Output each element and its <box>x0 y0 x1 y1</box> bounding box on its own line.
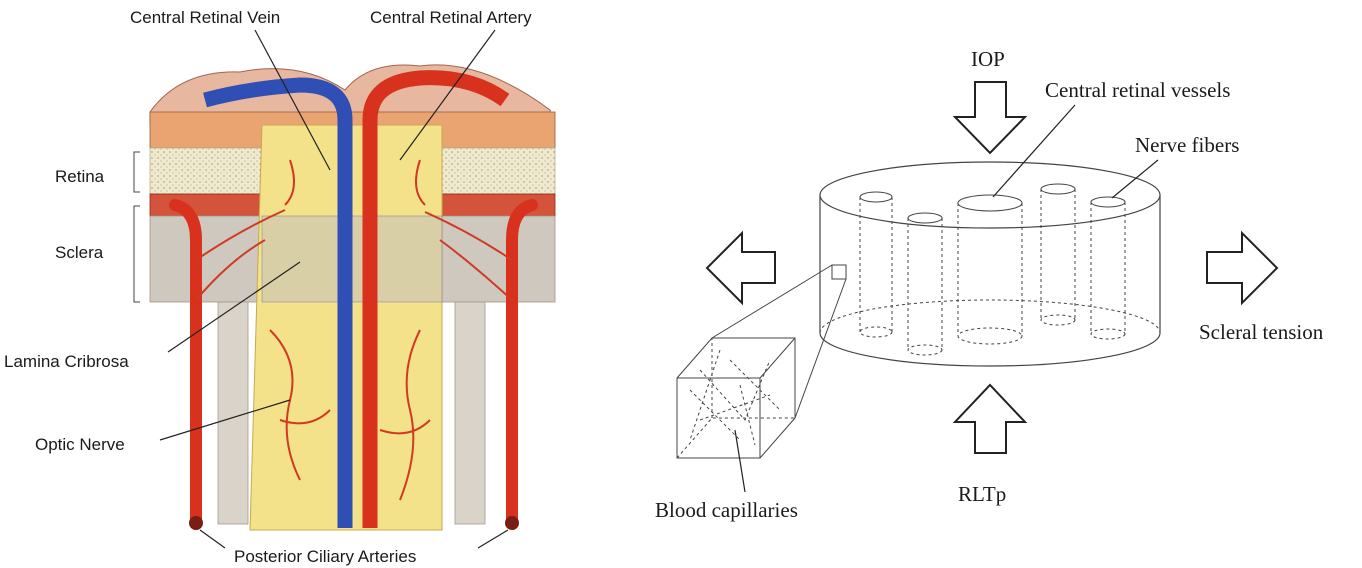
sclera-bracket <box>134 206 140 302</box>
label-central-retinal-vein: Central Retinal Vein <box>130 8 280 27</box>
optic-nerve-illustration <box>134 30 555 548</box>
rltp-arrow <box>955 385 1025 453</box>
leader-pca-right <box>478 530 508 548</box>
leader-pca-left <box>200 530 225 548</box>
label-central-retinal-vessels: Central retinal vessels <box>1045 78 1230 102</box>
dural-sheath-left <box>218 302 248 524</box>
label-nerve-fibers: Nerve fibers <box>1135 133 1239 157</box>
label-central-retinal-artery: Central Retinal Artery <box>370 8 532 27</box>
leader-blood-capillaries <box>735 430 745 492</box>
scleral-tension-arrow <box>1207 233 1277 303</box>
left-tension-arrow <box>707 233 775 303</box>
label-sclera: Sclera <box>55 243 104 262</box>
iop-arrow <box>955 82 1025 153</box>
label-optic-nerve: Optic Nerve <box>35 435 125 454</box>
retina-bracket <box>134 152 140 192</box>
pca-right-end <box>505 516 519 530</box>
label-scleral-tension: Scleral tension <box>1199 320 1324 344</box>
sample-cube <box>832 265 846 279</box>
label-retina: Retina <box>55 167 105 186</box>
label-blood-capillaries: Blood capillaries <box>655 498 798 522</box>
magnified-cube <box>677 338 795 458</box>
label-lamina-cribrosa: Lamina Cribrosa <box>4 352 129 371</box>
label-posterior-ciliary-arteries: Posterior Ciliary Arteries <box>234 547 416 566</box>
label-iop: IOP <box>971 47 1005 71</box>
sclera-right <box>425 216 555 302</box>
pca-left-end <box>189 516 203 530</box>
dural-sheath-right <box>455 302 485 524</box>
label-rltp: RLTp <box>958 482 1006 506</box>
